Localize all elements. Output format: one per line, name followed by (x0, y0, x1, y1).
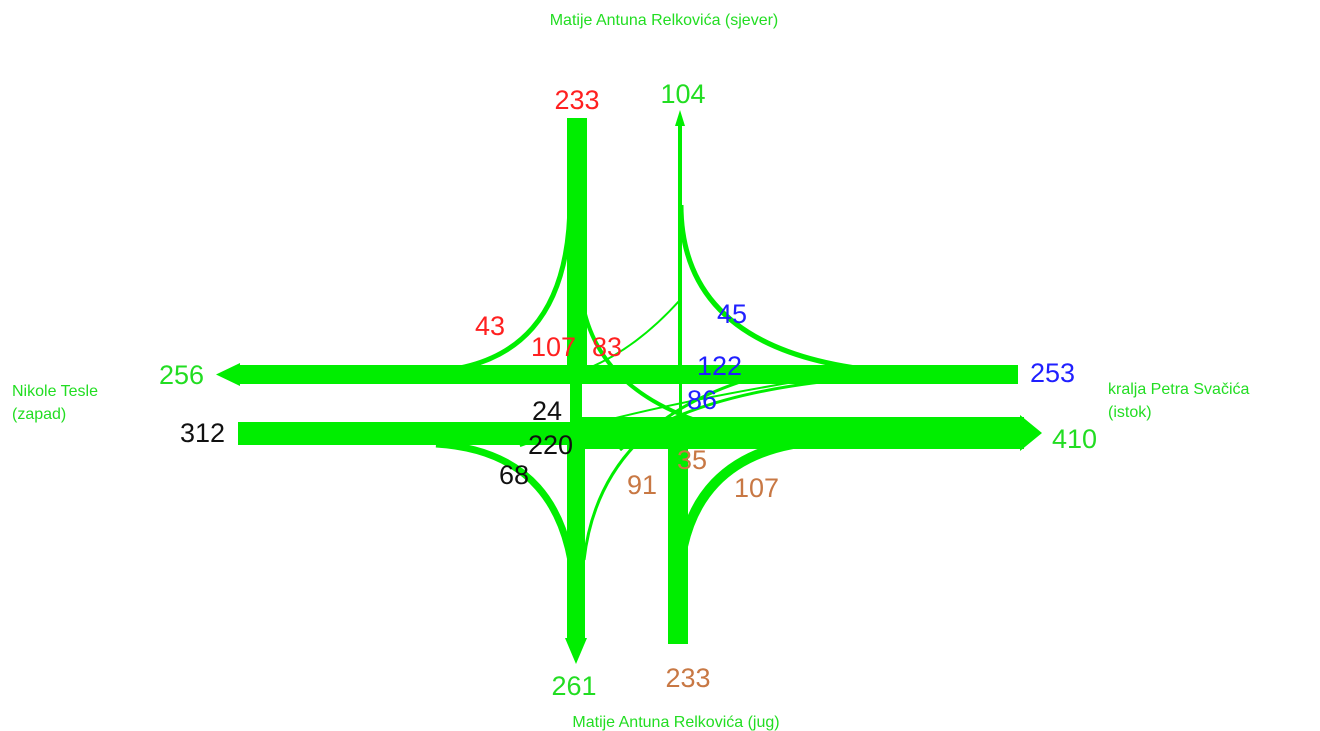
south-left-from-west-curve (435, 440, 579, 601)
west-inbound-trunk (238, 422, 572, 445)
south-left-diagonal (582, 374, 761, 561)
total-west-out: 256 (159, 360, 204, 390)
street-east-line1: kralja Petra Svačića (1108, 381, 1249, 398)
total-east-out: 410 (1052, 424, 1097, 454)
west-left-diagonal (479, 299, 681, 383)
east-through-diagonal (519, 375, 831, 447)
east-left-diagonal (619, 376, 861, 452)
north-right-count: 43 (475, 311, 505, 341)
west-through-count: 220 (528, 430, 573, 460)
total-north-out: 104 (660, 79, 705, 109)
north-left-diagonal (580, 299, 761, 438)
south-right-count: 107 (734, 473, 779, 503)
south-through-count: 35 (677, 445, 707, 475)
south-through-center (679, 384, 682, 420)
street-west-line2: (zapad) (12, 406, 66, 423)
south-outbound-arrow (565, 638, 587, 664)
east-right-count: 45 (717, 299, 747, 329)
movement-counts: 43 107 83 45 122 86 24 220 68 91 35 107 (475, 299, 779, 503)
street-north: Matije Antuna Relkovića (sjever) (550, 12, 779, 29)
south-right-turn-curve (672, 435, 831, 601)
flow-bands (216, 110, 1042, 664)
north-through-count: 107 (531, 332, 576, 362)
north-outbound-arrow (675, 110, 685, 126)
north-left-count: 83 (592, 332, 622, 362)
total-south-out: 261 (551, 671, 596, 701)
approach-totals: 233 104 261 233 256 312 253 410 (159, 79, 1097, 701)
west-right-count: 68 (499, 460, 529, 490)
north-outbound-left-curve (678, 204, 941, 377)
street-west-line1: Nikole Tesle (12, 383, 98, 400)
west-outbound-arrow (216, 363, 240, 386)
east-outbound-arrow (1020, 415, 1042, 451)
north-right-turn-curve (419, 199, 573, 375)
south-left-count: 91 (627, 470, 657, 500)
total-east-in: 253 (1030, 358, 1075, 388)
total-north-in: 233 (554, 85, 599, 115)
street-names: Matije Antuna Relkovića (sjever) Matije … (12, 12, 1249, 731)
total-south-in: 233 (665, 663, 710, 693)
north-outbound-trunk (678, 122, 682, 374)
west-left-count: 24 (532, 396, 562, 426)
street-south: Matije Antuna Relkovića (jug) (572, 714, 779, 731)
east-inbound-trunk (576, 365, 1018, 384)
total-west-in: 312 (180, 418, 225, 448)
east-through-count: 122 (697, 351, 742, 381)
street-east-line2: (istok) (1108, 404, 1152, 421)
east-left-count: 86 (687, 385, 717, 415)
